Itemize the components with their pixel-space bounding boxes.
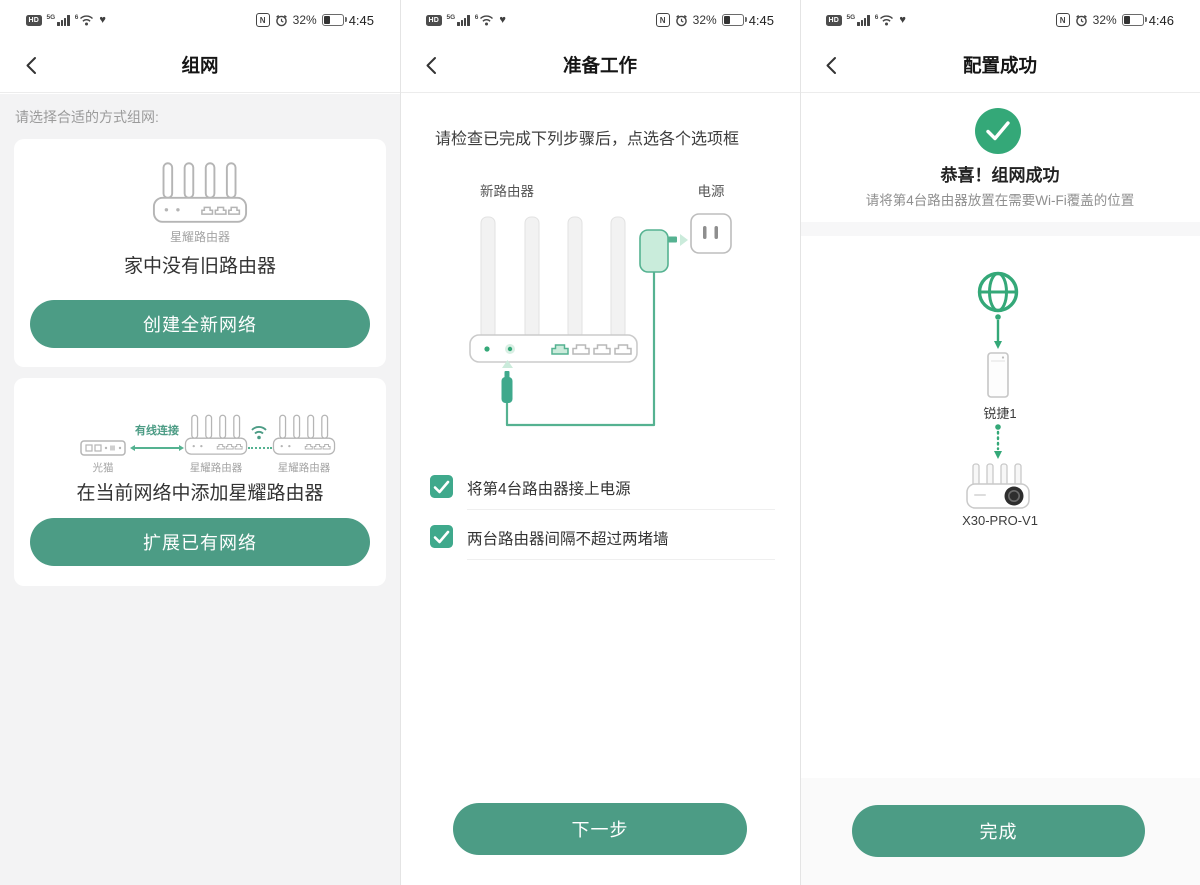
checklist-item-label: 将第4台路由器接上电源 (467, 481, 631, 498)
heart-icon (899, 15, 906, 26)
internet-globe-icon (977, 271, 1019, 313)
hd-badge-icon: HD (26, 14, 42, 26)
status-bar: HD 5G 6 32% 4:45 (400, 8, 800, 32)
signal-strength-icon: 5G (447, 14, 470, 26)
option-card-extend-network: 光猫 有线连接 星耀路由器 星耀路由器 在当前网络中添加星耀路由器 扩展已有网络 (14, 378, 386, 586)
battery-percent: 32% (692, 13, 717, 27)
clock-time: 4:46 (1148, 12, 1174, 28)
divider (467, 509, 775, 510)
checkbox-checked[interactable] (430, 475, 453, 498)
battery-icon (721, 13, 747, 27)
prompt-text: 请选择合适的方式组网: (15, 109, 159, 125)
router-illustration (272, 414, 336, 456)
instruction-text: 请检查已完成下列步骤后，点选各个选项框 (435, 131, 740, 148)
router2-label: 星耀路由器 (277, 462, 331, 474)
router-device-illustration (966, 463, 1030, 509)
wifi-icon: 6 (75, 14, 95, 26)
alarm-clock-icon (675, 14, 687, 26)
hd-badge-icon: HD (426, 14, 442, 26)
power-connection-illustration (469, 213, 732, 427)
device-label: 星耀路由器 (169, 230, 230, 244)
page-title: 配置成功 (962, 55, 1037, 76)
chevron-left-icon (826, 57, 836, 74)
divider (400, 0, 401, 885)
signal-strength-icon: 5G (847, 14, 870, 26)
check-icon (433, 530, 450, 544)
alarm-clock-icon (275, 14, 287, 26)
battery-percent: 32% (292, 13, 317, 27)
router-illustration (152, 161, 248, 225)
divider (800, 0, 801, 885)
screen-config-success: HD 5G 6 32% 4:46 配置成功 恭喜！组网成功 请将第4 (800, 0, 1200, 885)
gateway-device-illustration (987, 352, 1009, 398)
modem-label: 光猫 (92, 462, 114, 474)
alarm-clock-icon (1075, 14, 1087, 26)
wired-connection-label: 有线连接 (135, 425, 179, 437)
nfc-icon (1055, 13, 1070, 27)
new-router-label: 新路由器 (480, 184, 534, 199)
divider (0, 92, 400, 93)
check-icon (433, 480, 450, 494)
router-illustration (184, 414, 248, 456)
wireless-dotted-line (248, 447, 272, 449)
success-check-icon (975, 108, 1021, 154)
heart-icon (99, 15, 106, 26)
battery-icon (321, 13, 347, 27)
next-step-button[interactable]: 下一步 (453, 803, 747, 855)
modem-illustration (80, 440, 126, 456)
screen-preparation: HD 5G 6 32% 4:45 准备工作 请检查已完成下列步骤后，点选各个选项… (400, 0, 800, 885)
nfc-icon (655, 13, 670, 27)
divider (400, 92, 800, 93)
option-card-create-network: 星耀路由器 家中没有旧路由器 创建全新网络 (14, 139, 386, 367)
chevron-left-icon (426, 57, 436, 74)
wireless-link-connector (994, 424, 1002, 459)
divider (467, 559, 775, 560)
clock-time: 4:45 (348, 12, 374, 28)
wired-link-connector (994, 314, 1002, 349)
nfc-icon (255, 13, 270, 27)
extend-network-button[interactable]: 扩展已有网络 (30, 518, 370, 566)
checkbox-checked[interactable] (430, 525, 453, 548)
success-subtitle: 请将第4台路由器放置在需要Wi-Fi覆盖的位置 (865, 193, 1135, 208)
card-headline: 在当前网络中添加星耀路由器 (76, 483, 324, 504)
checklist-item-label: 两台路由器间隔不超过两堵墙 (467, 531, 669, 548)
clock-time: 4:45 (748, 12, 774, 28)
wifi-icon: 6 (875, 14, 895, 26)
battery-icon (1121, 13, 1147, 27)
power-label: 电源 (697, 184, 725, 199)
signal-strength-icon: 5G (47, 14, 70, 26)
wifi-link-icon (251, 426, 267, 440)
wifi-icon: 6 (475, 14, 495, 26)
section-divider (800, 222, 1200, 236)
back-button[interactable] (418, 55, 444, 79)
finish-button[interactable]: 完成 (852, 805, 1145, 857)
hd-badge-icon: HD (826, 14, 842, 26)
page-title: 组网 (181, 55, 219, 76)
router1-label: 星耀路由器 (189, 462, 243, 474)
back-button[interactable] (818, 55, 844, 79)
screen-networking: HD 5G 6 32% 4:45 组网 请选择合适的方式组网: (0, 0, 400, 885)
success-headline: 恭喜！组网成功 (940, 166, 1060, 185)
divider (800, 92, 1200, 93)
battery-percent: 32% (1092, 13, 1117, 27)
router-model-label: X30-PRO-V1 (962, 513, 1038, 528)
gateway-label: 锐捷1 (983, 406, 1017, 421)
page-title: 准备工作 (562, 55, 637, 76)
status-bar: HD 5G 6 32% 4:45 (0, 8, 400, 32)
status-bar: HD 5G 6 32% 4:46 (800, 8, 1200, 32)
wired-line (130, 444, 184, 451)
chevron-left-icon (26, 57, 36, 74)
heart-icon (499, 15, 506, 26)
back-button[interactable] (18, 55, 44, 79)
create-network-button[interactable]: 创建全新网络 (30, 300, 370, 348)
card-headline: 家中没有旧路由器 (123, 256, 276, 277)
